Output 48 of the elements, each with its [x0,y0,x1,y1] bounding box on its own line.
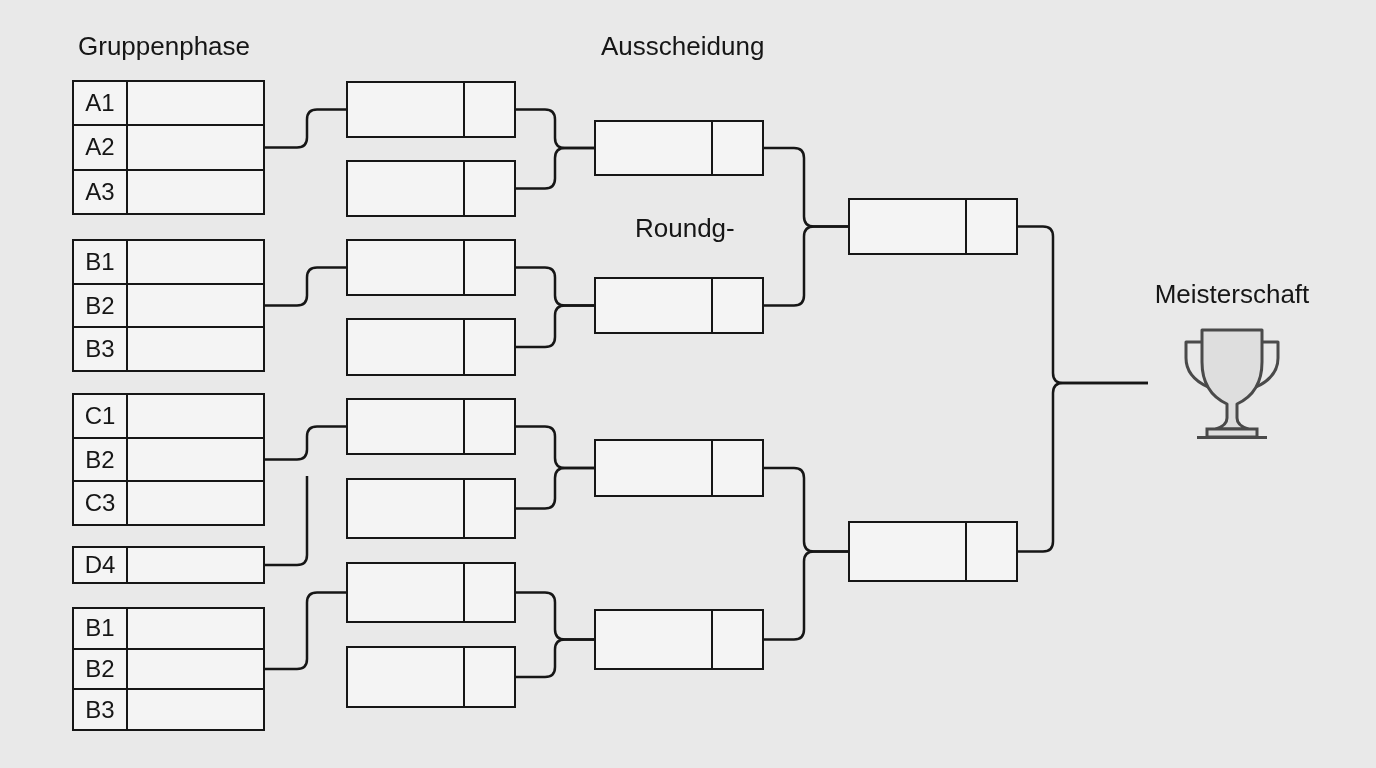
trophy-caption: Meisterschaft [1154,278,1310,310]
bracket-line [764,225,848,307]
match-box [848,521,1018,582]
match-box [346,81,516,138]
bracket-line [516,146,594,190]
bracket-line [516,638,594,679]
group-table [72,546,265,584]
bracket-line [764,550,848,641]
match-box [594,609,764,670]
match-box [346,646,516,708]
seed-code: A1 [85,89,115,118]
seed-code: B2 [85,655,115,683]
match-box [594,277,764,334]
bracket-line [1018,381,1148,553]
seed-code: B3 [85,695,115,724]
seed-code: A2 [85,133,115,162]
match-box [848,198,1018,255]
bracket-line [516,466,594,510]
bracket-line [265,266,346,307]
match-box [346,318,516,376]
bracket-line [265,476,309,567]
group-table [72,239,265,372]
seed-code: C3 [84,489,116,518]
seed-code: D4 [84,551,116,579]
bracket-line [265,108,346,149]
seed-code: B3 [85,335,115,364]
seed-code: B2 [85,291,115,320]
bracket-line [516,304,594,349]
match-box [346,160,516,217]
seed-code: B1 [85,247,115,276]
group-table [72,393,265,526]
match-box [594,120,764,176]
seed-code: B2 [85,445,115,474]
group-table [72,607,265,731]
seed-code: B1 [85,614,115,643]
round-label: Roundg- [635,213,735,243]
column-heading: Ausscheidung [601,31,765,61]
bracket-line [265,591,346,671]
match-box [346,562,516,623]
column-heading: Gruppenphase [78,31,251,61]
group-table [72,80,265,215]
seed-code: C1 [84,401,116,430]
bracket-line [265,425,346,461]
match-box [594,439,764,497]
match-box [346,478,516,539]
match-box [346,398,516,455]
match-box [346,239,516,296]
seed-code: A3 [85,177,115,206]
